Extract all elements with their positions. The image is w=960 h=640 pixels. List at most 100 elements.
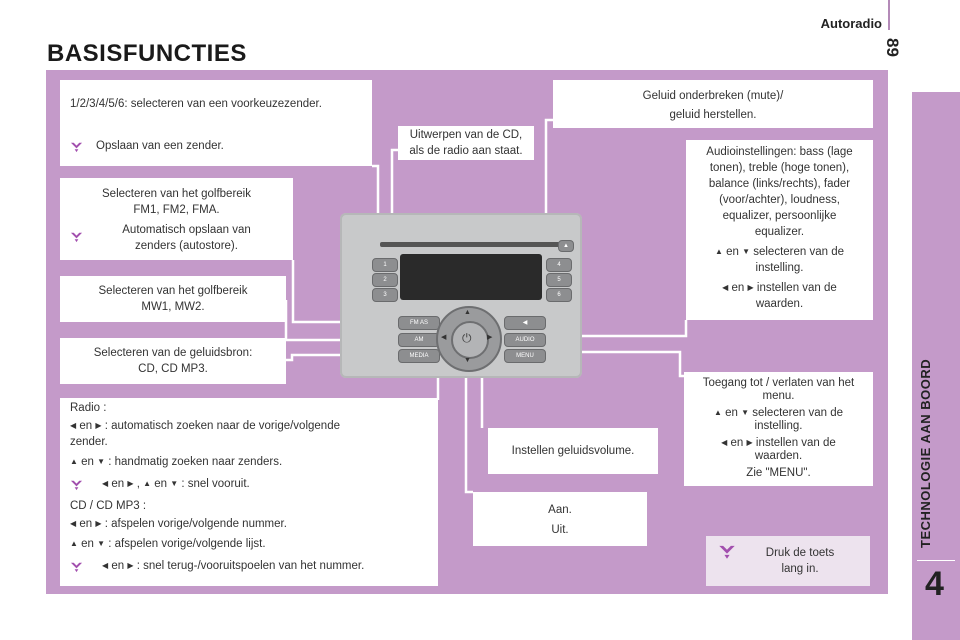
down-arrow-icon: ▼ — [170, 479, 179, 488]
radio-fast-row: ◀ en ▶ , ▲ en ▼ : snel vooruit. — [102, 478, 250, 490]
am-callout: Selecteren van het golfbereik MW1, MW2. — [60, 276, 286, 322]
and-label: en — [111, 560, 125, 572]
cd-lr-text: : afspelen vorige/volgende nummer. — [104, 518, 287, 530]
cd-ud-text: : afspelen vorige/volgende lijst. — [108, 538, 266, 550]
audio-ud-text-2: instelling. — [755, 262, 804, 274]
audio-line-5: equalizer. — [754, 226, 805, 238]
mute-button[interactable]: ◀ — [504, 316, 546, 330]
volume-knob[interactable] — [451, 321, 489, 359]
audio-line-0: Audioinstellingen: bass (lage — [706, 146, 853, 158]
eject-line1: Uitwerpen van de CD, — [409, 129, 523, 141]
and-label: en — [154, 478, 168, 490]
right-arrow-icon: ▶ — [487, 334, 493, 341]
menu-button[interactable]: MENU — [504, 349, 546, 363]
radio-help-callout: Radio : ◀ en ▶ : automatisch zoeken naar… — [60, 398, 438, 586]
up-arrow-icon: ▲ — [70, 539, 78, 548]
and-label: en — [730, 437, 744, 449]
right-arrow-icon: ▶ — [127, 479, 134, 488]
preset-5-button[interactable]: 5 — [546, 273, 572, 287]
audio-ud-text: selecteren van de — [753, 246, 845, 258]
page-title: BASISFUNCTIES — [47, 40, 247, 67]
preset-3-button[interactable]: 3 — [372, 288, 398, 302]
preset-2-button[interactable]: 2 — [372, 273, 398, 287]
menu-lr-text-2: waarden. — [754, 450, 803, 462]
tip-icon — [70, 142, 83, 153]
mute-icon: ◀ — [522, 320, 528, 326]
chapter-rule — [917, 560, 955, 561]
presets-tip: Opslaan van een zender. — [96, 140, 224, 152]
fm-line1: Selecteren van het golfbereik — [102, 188, 251, 200]
right-arrow-icon: ▶ — [127, 561, 134, 570]
up-arrow-icon: ▲ — [464, 309, 471, 316]
radio-ud-text: : handmatig zoeken naar zenders. — [108, 456, 283, 468]
eject-button[interactable]: ▲ — [558, 240, 574, 252]
cd-tip-text: : snel terug-/vooruitspoelen van het num… — [136, 560, 365, 572]
audio-button[interactable]: AUDIO — [504, 333, 546, 347]
section-title: Autoradio — [820, 16, 882, 31]
cd-tip-row: ◀ en ▶ : snel terug-/vooruitspoelen van … — [102, 558, 364, 574]
mute-line2: geluid herstellen. — [669, 109, 757, 121]
audio-line-4: equalizer, persoonlijke — [722, 210, 837, 222]
am-button[interactable]: AM — [398, 333, 440, 347]
menu-ud-row: ▲ en ▼ selecteren van de — [684, 404, 873, 421]
cd-lr-row: ◀ en ▶ : afspelen vorige/volgende nummer… — [70, 516, 287, 532]
radio-ud-row: ▲ en ▼ : handmatig zoeken naar zenders. — [70, 454, 282, 470]
right-arrow-icon: ▶ — [747, 283, 754, 292]
preset-1-button[interactable]: 1 — [372, 258, 398, 272]
am-line2: MW1, MW2. — [141, 301, 205, 313]
tip-icon — [719, 545, 735, 559]
up-arrow-icon: ▲ — [143, 479, 152, 488]
eject-line2: als de radio aan staat. — [409, 145, 523, 157]
fm-callout: Selecteren van het golfbereik FM1, FM2, … — [60, 178, 293, 260]
menu-line1: Toegang tot / verlaten van het — [702, 377, 855, 389]
menu-callout: Toegang tot / verlaten van het menu. ▲ e… — [684, 372, 873, 486]
fm-tip1: Automatisch opslaan van — [122, 224, 251, 236]
power-on: Aan. — [548, 504, 572, 516]
audio-ud-row: ▲ en ▼ selecteren van de — [686, 240, 873, 260]
left-arrow-icon: ◀ — [721, 438, 728, 447]
audio-lr-text: instellen van de — [756, 282, 837, 294]
eject-callout: Uitwerpen van de CD, als de radio aan st… — [398, 126, 534, 160]
down-arrow-icon: ▼ — [97, 539, 106, 548]
menu-lr-text: instellen van de — [755, 437, 836, 449]
presets-callout: 1/2/3/4/5/6: selecteren van een voorkeuz… — [60, 80, 372, 166]
up-arrow-icon: ▲ — [713, 408, 722, 417]
header-divider — [888, 0, 890, 30]
power-callout: Aan. Uit. — [473, 492, 647, 546]
and-label: en — [111, 478, 125, 490]
tip-icon — [70, 232, 83, 243]
up-arrow-icon: ▲ — [70, 457, 78, 466]
tip-icon — [70, 480, 83, 491]
radio-lr-text-2: zender. — [70, 436, 108, 448]
down-arrow-icon: ▼ — [741, 408, 750, 417]
presets-text: 1/2/3/4/5/6: selecteren van een voorkeuz… — [70, 98, 322, 110]
cd-slot — [380, 242, 570, 247]
left-arrow-icon: ◀ — [722, 283, 729, 292]
left-arrow-icon: ◀ — [441, 334, 447, 341]
left-arrow-icon: ◀ — [102, 561, 109, 570]
press-line2: lang in. — [781, 563, 819, 575]
press-line1: Druk de toets — [765, 547, 835, 559]
media-button[interactable]: MEDIA — [398, 349, 440, 363]
chapter-label: TECHNOLOGIE AAN BOORD — [918, 358, 933, 548]
and-label: en — [726, 246, 739, 258]
fm-button[interactable]: FM AS — [398, 316, 440, 330]
menu-lr-row: ◀ en ▶ instellen van de — [684, 434, 873, 451]
am-line1: Selecteren van het golfbereik — [98, 285, 248, 297]
down-arrow-icon: ▼ — [742, 247, 751, 256]
preset-4-button[interactable]: 4 — [546, 258, 572, 272]
audio-line-3: (voor/achter), loudness, — [719, 194, 840, 206]
long-press-callout: Druk de toets lang in. — [706, 536, 870, 586]
right-arrow-icon: ▶ — [95, 519, 102, 528]
chapter-tab — [912, 92, 960, 640]
and-label: en — [79, 420, 93, 432]
left-arrow-icon: ◀ — [70, 519, 77, 528]
preset-6-button[interactable]: 6 — [546, 288, 572, 302]
media-line2: CD, CD MP3. — [138, 363, 208, 375]
and-label: en — [731, 282, 745, 294]
radio-display — [400, 254, 542, 300]
mute-callout: Geluid onderbreken (mute)/ geluid herste… — [553, 80, 873, 128]
menu-line2: menu. — [762, 390, 795, 402]
and-label: en — [81, 538, 94, 550]
audio-lr-text-2: waarden. — [755, 298, 804, 310]
